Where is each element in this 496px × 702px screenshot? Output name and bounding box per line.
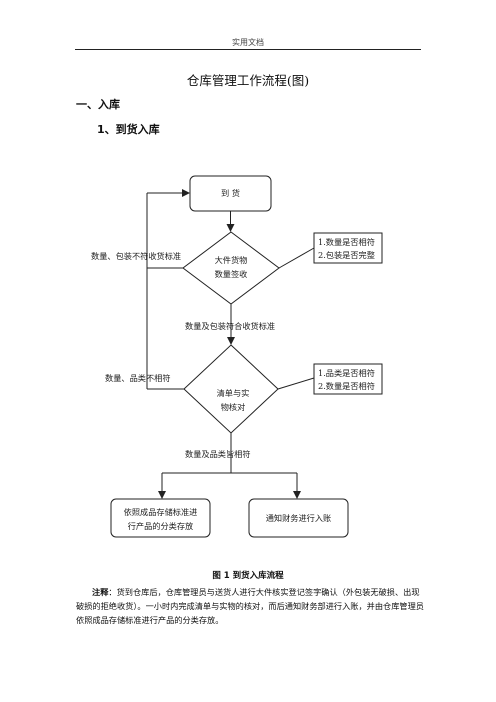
reject2-label: 数量、品类不相符 [105,373,171,383]
finance-box [248,498,349,538]
note1-connector [278,247,315,269]
finance-label: 通知财务进行入账 [266,513,332,523]
list-verify-line2: 物核对 [221,402,246,412]
note2-connector [277,377,315,390]
list-verify-line1: 清单与实 [217,388,250,398]
header-rule [75,49,421,50]
figure-caption: 图 1 到货入库流程 [212,571,284,581]
pass2-label: 数量及品类皆相符 [185,449,251,459]
note2-line1: 1.品类是否相符 [318,368,375,378]
quantity-check-line1: 大件货物 [215,255,248,265]
sub-heading: 1、到货入库 [97,123,160,136]
quantity-check-line2: 数量签收 [215,269,248,279]
storage-box [110,498,211,538]
note-text: ：货到仓库后，仓库管理员与送货人进行大件核实登记签字确认（外包装无破损、出现破损… [76,587,424,625]
quantity-check-diamond [182,231,280,305]
note1-line1: 1.数量是否相符 [318,237,375,247]
arrival-label: 到 货 [221,188,240,198]
pass1-label: 数量及包装符合收货标准 [185,321,275,331]
note1-line2: 2.包装是否完整 [318,250,375,260]
reject1-label: 数量、包装不符收货标准 [91,251,181,261]
note2-line2: 2.数量是否相符 [318,381,375,391]
page-header: 实用文档 [232,38,264,47]
document-title: 仓库管理工作流程(图) [186,73,310,88]
note2-box [313,363,383,395]
section-heading: 一、入库 [76,98,120,111]
note-label: 注释 [92,587,109,597]
storage-line1: 依照成品存储标准进 [124,507,198,517]
note-paragraph: 注释：货到仓库后，仓库管理员与送货人进行大件核实登记签字确认（外包装无破损、出现… [76,585,426,627]
storage-line2: 行产品的分类存放 [128,521,194,531]
